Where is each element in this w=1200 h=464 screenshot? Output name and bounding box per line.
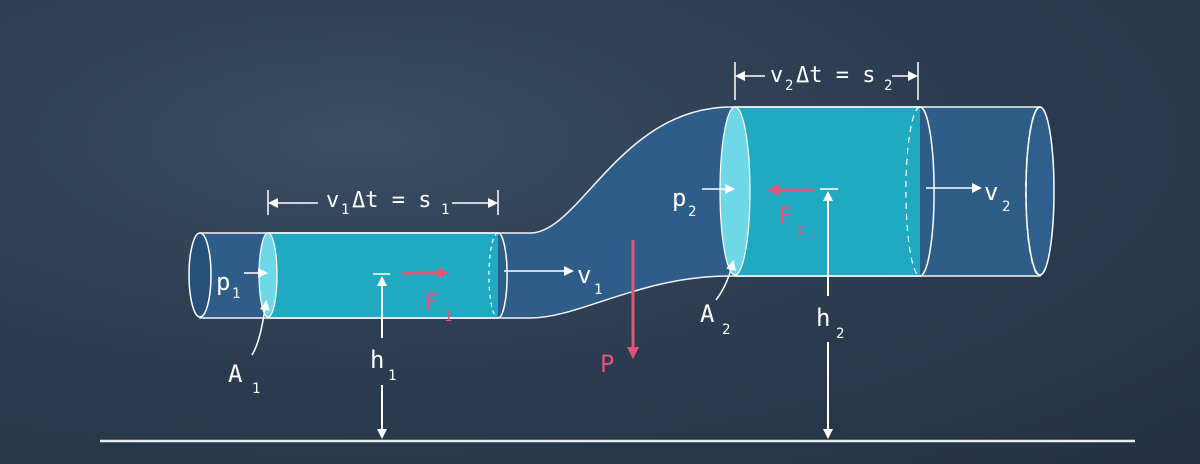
area-face-1 (258, 232, 278, 318)
s1-v-label: v (326, 188, 339, 213)
p1-label: p (216, 268, 230, 296)
v1-label: v (577, 261, 591, 289)
a1-pointer (251, 300, 270, 356)
area-face-2 (719, 106, 751, 276)
h1-subscript: 1 (388, 368, 396, 384)
a2-pointer (715, 260, 736, 301)
s1-s-subscript: 1 (441, 202, 449, 218)
p2-subscript: 2 (688, 204, 696, 220)
f1-label: F (424, 288, 438, 316)
a1-subscript: 1 (252, 381, 260, 397)
p1-subscript: 1 (232, 286, 240, 302)
f2-label: F (778, 202, 792, 230)
h1-label: h (370, 346, 384, 374)
s2-expression: Δt = s (796, 63, 875, 88)
s1-v-subscript: 1 (341, 202, 349, 218)
h2-label: h (816, 304, 830, 332)
s2-s-subscript: 2 (884, 78, 892, 94)
h2-subscript: 2 (836, 326, 844, 342)
v2-label: v (984, 178, 998, 206)
f2-subscript: 2 (796, 224, 804, 240)
s1-expression: Δt = s (352, 188, 431, 213)
a1-label: A (228, 360, 243, 388)
a2-label: A (700, 300, 715, 328)
pipe-left-opening (188, 232, 212, 318)
f1-subscript: 1 (444, 309, 452, 325)
weight-label: P (600, 350, 614, 378)
a2-subscript: 2 (722, 322, 730, 338)
s2-v-label: v (770, 63, 783, 88)
p2-label: p (672, 184, 686, 212)
v2-subscript: 2 (1002, 199, 1010, 215)
s2-v-subscript: 2 (785, 78, 793, 94)
v1-subscript: 1 (594, 282, 602, 298)
